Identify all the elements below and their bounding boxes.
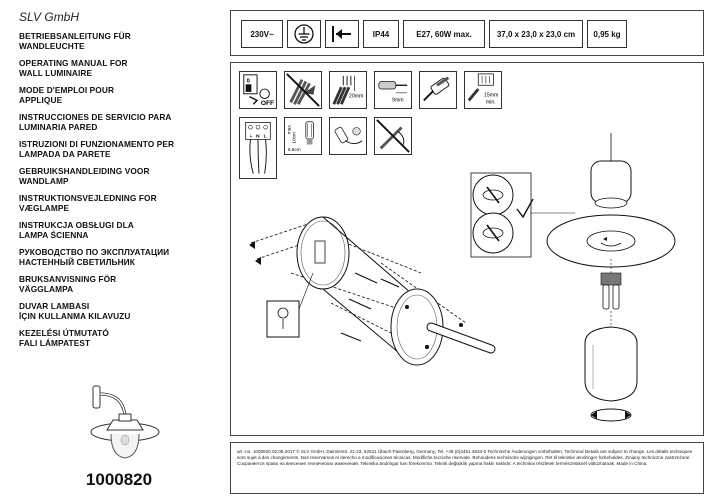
manual-title-line: VÆGLAMPE	[19, 202, 70, 213]
manual-title-line: OPERATING MANUAL FOR	[19, 58, 128, 68]
power-off-pictogram: 0 OFF	[239, 71, 277, 109]
terminal-n-label: N	[256, 134, 260, 140]
spec-row: 230V~ IP44 E27, 60W max. 37,0 x 23,0 x 2…	[241, 20, 627, 48]
max-label: max.	[288, 124, 293, 134]
manual-title-line: INSTRUKCJA OBSŁUGI DLA	[19, 220, 134, 230]
footer-legal-text: art.-no. 1000820 02.08.2017 © SLV GmbH, …	[237, 449, 693, 466]
svg-text:0: 0	[247, 78, 250, 84]
wall-mount-icon	[325, 20, 359, 48]
manual-title-line: BRUKSANVISNING FÖR	[19, 274, 117, 284]
terminal-block-pictogram: ⏚ N L	[239, 117, 277, 179]
manual-title-line: LUMINARIA PARED	[19, 121, 98, 132]
insulate-wire-pictogram	[419, 71, 457, 109]
voltage-spec: 230V~	[241, 20, 283, 48]
weight-spec: 0,95 kg	[587, 20, 627, 48]
lamp-spec: E27, 60W max.	[403, 20, 485, 48]
manual-title-line: DUVAR LAMBASI	[19, 301, 90, 311]
no-cutting-pictogram	[284, 71, 322, 109]
article-number: 1000820	[85, 470, 153, 489]
manual-title-line: WALL LUMINAIRE	[19, 67, 93, 78]
dimension-spec: 37,0 x 23,0 x 23,0 cm	[489, 20, 583, 48]
min-distance-pictogram: 15mm min.	[464, 71, 502, 109]
manual-title-line: WANDLAMP	[19, 175, 69, 186]
min-label: min.	[486, 99, 496, 105]
manual-title-line: VÄGGLAMPA	[19, 283, 74, 294]
manual-title-line: KEZELÉSI ÚTMUTATÓ	[19, 328, 109, 338]
ip-rating: IP44	[363, 20, 399, 48]
lamp-width-label: 6,5cm	[288, 147, 301, 153]
manual-title-line: MODE D'EMPLOI POUR	[19, 85, 115, 95]
manual-title-line: İÇIN KULLANMA KILAVUZU	[19, 310, 131, 321]
manual-title-line: INSTRUCCIONES DE SERVICIO PARA	[19, 112, 172, 122]
manual-title-line: GEBRUIKSHANDLEIDING VOOR	[19, 166, 150, 176]
brand-name: SLV GmbH	[19, 10, 80, 24]
off-label: OFF	[261, 100, 274, 107]
strip-cable-pictogram: 20mm	[329, 71, 367, 109]
manual-title-line: LAMPA ŚCIENNA	[19, 229, 89, 240]
terminal-ground-icon: ⏚	[249, 133, 254, 140]
instruction-frame: 0 OFF 20mm	[230, 62, 704, 436]
spec-frame: 230V~ IP44 E27, 60W max. 37,0 x 23,0 x 2…	[230, 10, 704, 56]
footer-frame: art.-no. 1000820 02.08.2017 © SLV GmbH, …	[230, 442, 704, 494]
manual-title-line: INSTRUKTIONSVEJLEDNING FOR	[19, 193, 157, 203]
insert-lamp-pictogram	[329, 117, 367, 155]
no-touch-lamp-pictogram	[374, 117, 412, 155]
assembly-diagram	[249, 133, 676, 422]
manual-title-line: FALI LÁMPATEST	[19, 337, 91, 348]
min-distance-label: 15mm	[484, 93, 498, 99]
lamp-height-label: 10cm	[291, 132, 297, 144]
manual-title-line: LAMPADA DA PARETE	[19, 148, 111, 159]
manual-title-line: НАСТЕННЫЙ СВЕТИЛЬНИК	[19, 256, 135, 267]
lamp-size-pictogram: max. 10cm 6,5cm	[284, 117, 322, 155]
manual-title-line: WANDLEUCHTE	[19, 40, 85, 51]
strip-length-label: 20mm	[349, 94, 363, 100]
wire-length-label: 9mm	[392, 97, 404, 103]
protective-earth-icon	[287, 20, 321, 48]
manual-title-line: BETRIEBSANLEITUNG FÜR	[19, 31, 131, 41]
manual-title-line: РУКОВОДСТВО ПО ЭКСПЛУАТАЦИИ	[19, 247, 170, 257]
terminal-l-label: L	[264, 134, 267, 140]
lamp-illustration	[19, 380, 219, 462]
wire-length-pictogram: 9mm	[374, 71, 412, 109]
manual-title-line: ISTRUZIONI DI FUNZIONAMENTO PER	[19, 139, 175, 149]
manual-title-line: APPLIQUE	[19, 94, 63, 105]
